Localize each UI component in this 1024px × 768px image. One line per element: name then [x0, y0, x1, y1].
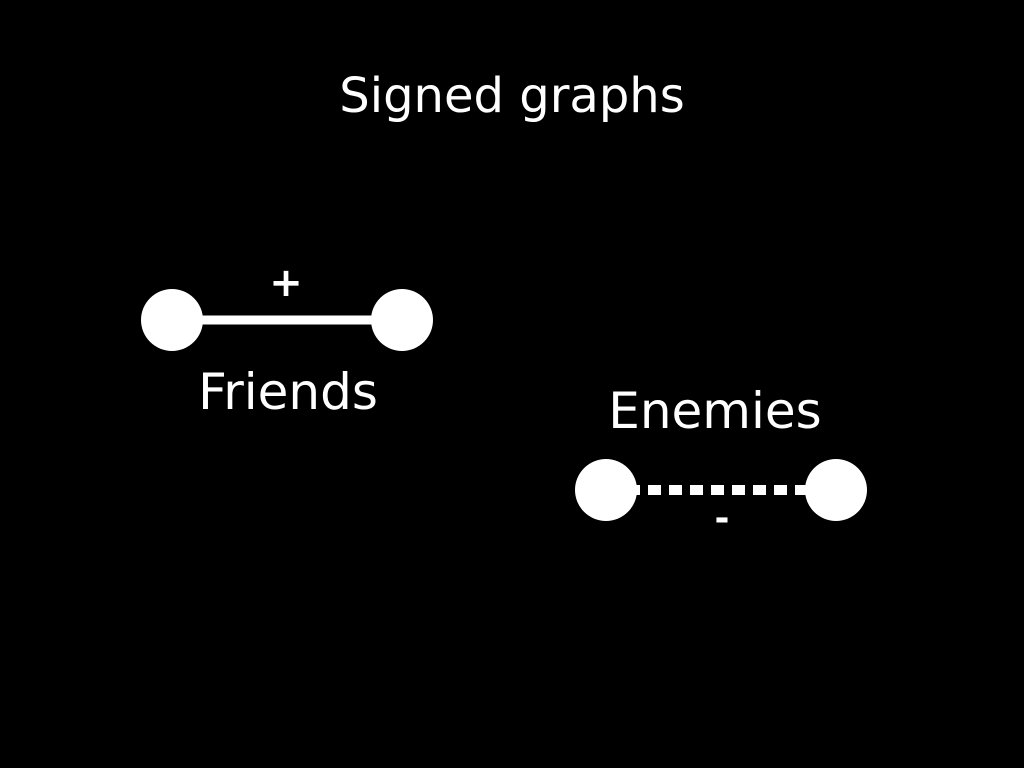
enemies-node-right — [805, 459, 867, 521]
friends-label: Friends — [198, 363, 378, 421]
friends-node-left — [141, 289, 203, 351]
negative-edge-sign: - — [714, 498, 730, 539]
slide-title: Signed graphs — [339, 68, 685, 124]
enemies-node-left — [575, 459, 637, 521]
friends-node-right — [371, 289, 433, 351]
positive-edge-sign: + — [269, 260, 303, 306]
enemies-label: Enemies — [608, 382, 822, 440]
